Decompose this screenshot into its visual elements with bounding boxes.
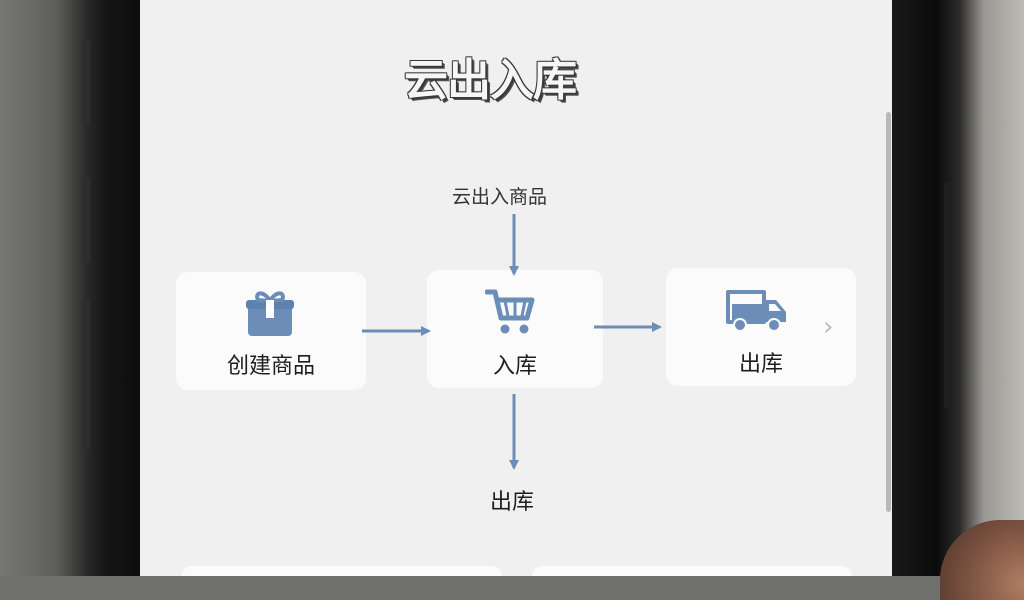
app-screen: 云出入库 云出入商品 创建商品 入库 <box>140 0 892 576</box>
stock-in-label: 入库 <box>492 354 537 379</box>
phone-side-button <box>82 300 90 450</box>
chevron-right-icon[interactable]: › <box>823 312 834 342</box>
flow-top-label: 云出入商品 <box>452 186 548 208</box>
scrollbar[interactable] <box>886 112 891 512</box>
delivery-truck-icon <box>726 290 786 332</box>
next-card-left[interactable] <box>182 566 502 576</box>
stock-out-label: 出库 <box>738 352 783 377</box>
flow-arrows <box>362 214 662 470</box>
stock-in-card[interactable]: 入库 <box>427 270 603 388</box>
create-product-card[interactable]: 创建商品 <box>176 272 366 390</box>
photo-background-right <box>890 0 1024 576</box>
create-product-label: 创建商品 <box>226 354 315 379</box>
phone-power-button <box>944 182 952 408</box>
page-title: 云出入库 <box>404 55 577 106</box>
stock-out-card[interactable]: 出库 <box>666 268 856 386</box>
phone-side-button <box>82 40 90 124</box>
gift-box-icon <box>246 291 294 336</box>
shopping-cart-icon <box>485 289 535 334</box>
flow-bottom-label: 出库 <box>490 490 535 515</box>
photo-background-left <box>0 0 140 576</box>
phone-side-button <box>82 178 90 262</box>
next-card-right[interactable] <box>532 566 852 576</box>
